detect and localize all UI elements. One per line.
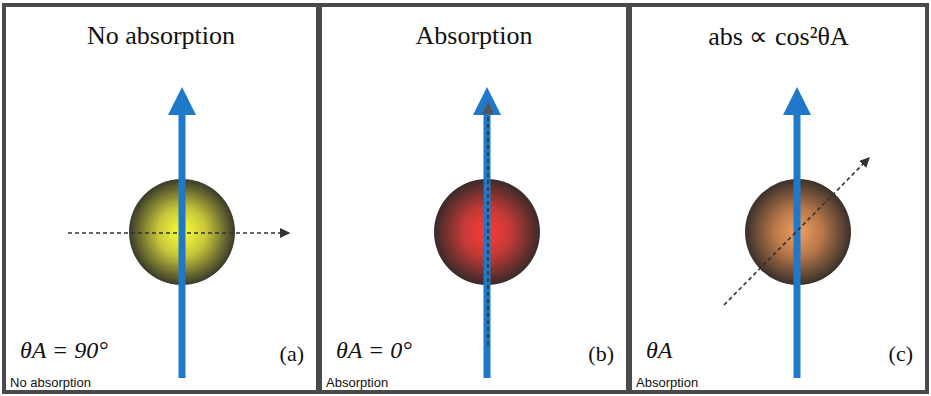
panel-title: No absorption [87,21,235,51]
panel-title: Absorption [416,21,533,51]
angle-label: θA = 90° [20,337,108,364]
polarization-arrow [179,108,186,378]
state-note: Absorption [636,375,698,390]
polarization-arrow [794,108,801,378]
panel-letter: (b) [588,341,614,367]
panel: Absorption θA = 0° Absorption (b) [318,3,630,394]
dipole-axis [68,232,282,234]
polarization-arrow [484,108,491,378]
state-note: No absorption [10,375,91,390]
panel-letter: (a) [280,341,304,367]
panel-letter: (c) [889,341,913,367]
angle-label: θA [646,337,672,364]
state-note: Absorption [326,375,388,390]
panel: No absorption θA = 90° No absorption (a) [2,3,320,394]
dipole-axis [724,163,864,305]
angle-label: θA = 0° [336,337,412,364]
panel-title: abs ∝ cos²θA [708,21,848,52]
panel: abs ∝ cos²θA θA Absorption (c) [628,3,929,394]
dipole-axis [487,112,489,345]
